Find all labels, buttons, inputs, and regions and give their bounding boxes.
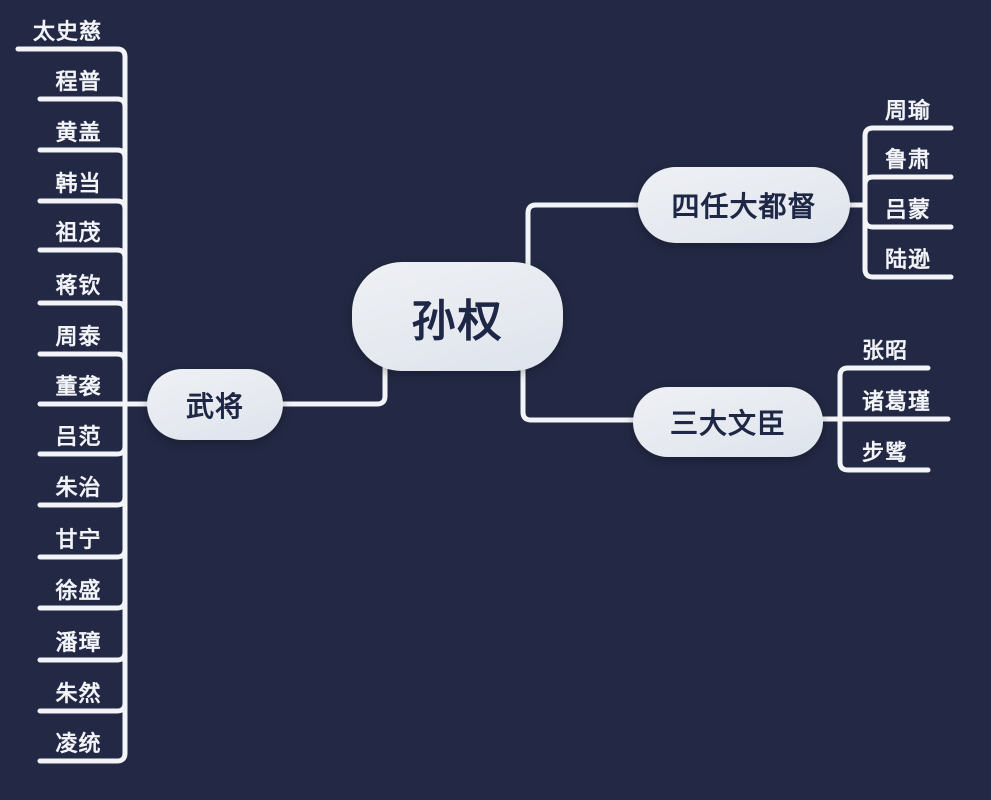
edge-leaf-zhoutai [37, 351, 128, 365]
leaf-jiangqin[interactable]: 蒋钦 [55, 273, 102, 298]
leaf-lvfan[interactable]: 吕范 [55, 424, 102, 449]
edge-root-to-wenchen [520, 361, 638, 423]
edge-leaf-zhuran [37, 700, 128, 714]
leaf-zumao[interactable]: 祖茂 [55, 220, 102, 245]
edge-leaf-chengpu [37, 96, 128, 110]
leaf-huanggai[interactable]: 黄盖 [55, 120, 102, 145]
root-label: 孙权 [411, 296, 504, 346]
leaf-ganning[interactable]: 甘宁 [55, 527, 102, 552]
node-dudu[interactable]: 四任大都督 [638, 167, 850, 243]
leaf-chengpu[interactable]: 程普 [55, 69, 102, 94]
edge-leaf-lingtong [37, 750, 128, 764]
edge-leaf-lusu [862, 174, 954, 188]
edge-leaf-handang [37, 198, 128, 212]
leaf-zhuran[interactable]: 朱然 [55, 681, 102, 706]
leaf-zhuzhi[interactable]: 朱治 [55, 475, 102, 500]
leaf-zhoutai[interactable]: 周泰 [55, 324, 102, 349]
leaf-zhangzhao[interactable]: 张昭 [861, 338, 908, 363]
wujiang-label: 武将 [185, 390, 244, 422]
dudu-label: 四任大都督 [671, 191, 817, 222]
edge-leaf-panzhang [37, 649, 128, 663]
node-wenchen[interactable]: 三大文臣 [633, 387, 823, 457]
edge-leaf-xusheng [37, 597, 128, 611]
leaf-lusu[interactable]: 鲁肃 [884, 147, 931, 172]
edge-leaf-lvmeng [862, 216, 954, 230]
node-wujiang[interactable]: 武将 [147, 369, 283, 440]
leaf-luxun[interactable]: 陆逊 [884, 247, 931, 272]
leaf-lingtong[interactable]: 凌统 [55, 731, 102, 756]
edge-leaf-huanggai [37, 147, 128, 161]
edge-leaf-taishici [15, 46, 128, 60]
edge-leaf-luxun [862, 266, 954, 280]
leaf-handang[interactable]: 韩当 [55, 171, 102, 196]
leaf-panzhang[interactable]: 潘璋 [55, 630, 102, 655]
wenchen-label: 三大文臣 [669, 408, 786, 439]
leaf-zhouyu[interactable]: 周瑜 [884, 98, 931, 123]
edge-leaf-zhuzhi [37, 494, 128, 508]
edge-leaf-zumao [37, 247, 128, 261]
edge-leaf-zhouyu [862, 125, 954, 139]
leaf-lvmeng[interactable]: 吕蒙 [884, 197, 931, 222]
edge-leaf-jiangqin [37, 300, 128, 314]
edge-leaf-buzhi [837, 459, 931, 473]
edge-leaf-ganning [37, 546, 128, 560]
leaf-dongxi[interactable]: 董袭 [55, 374, 102, 399]
edge-leaf-zhangzhao [837, 365, 931, 379]
node-root-sunquan[interactable]: 孙权 [352, 262, 563, 371]
edge-root-to-dudu [525, 202, 643, 271]
leaf-zhugejin[interactable]: 诸葛瑾 [861, 389, 931, 414]
edge-root-to-wujiang [280, 363, 388, 407]
leaf-taishici[interactable]: 太史慈 [32, 19, 102, 44]
edge-leaf-lvfan [37, 443, 128, 457]
leaf-buzhi[interactable]: 步骘 [861, 440, 908, 465]
leaf-xusheng[interactable]: 徐盛 [55, 578, 102, 603]
